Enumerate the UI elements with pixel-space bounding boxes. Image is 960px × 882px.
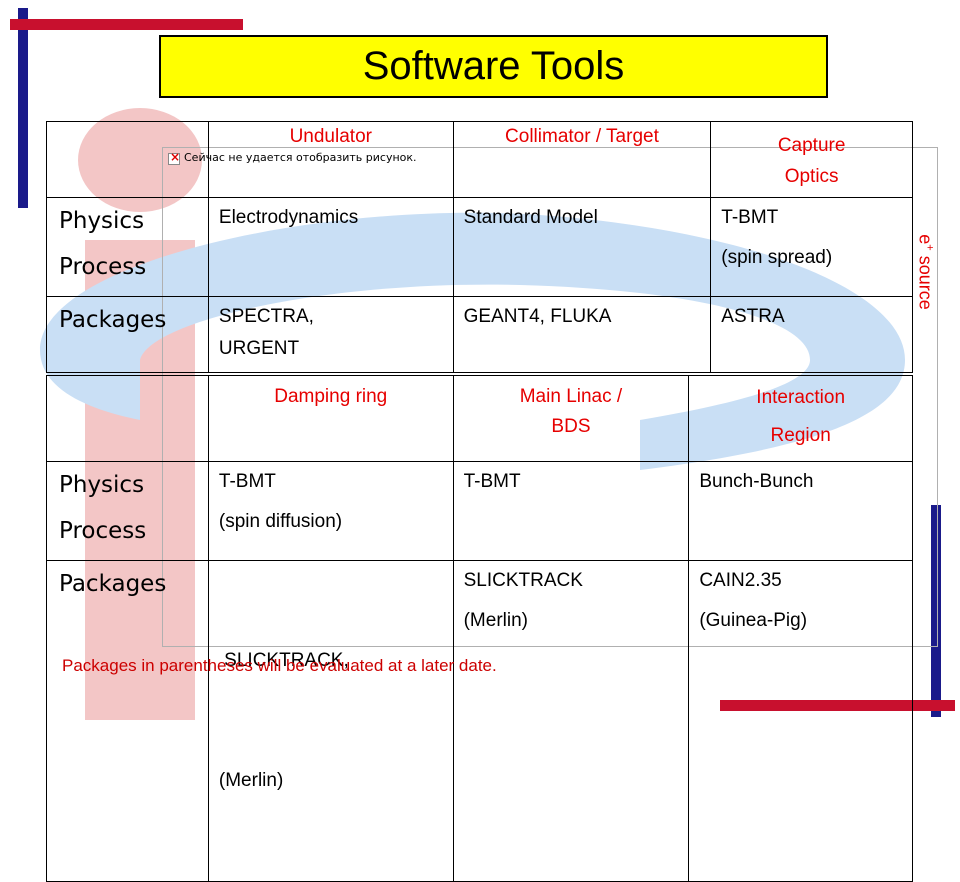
frame-bar-vertical-bottom	[931, 505, 941, 717]
row-label-text: Physics	[59, 472, 145, 498]
header-text: Collimator / Target	[505, 126, 659, 147]
cell-text: SPECTRA,	[218, 306, 314, 327]
row-label-text: Process	[59, 518, 147, 544]
column-header: Main Linac / BDS	[452, 375, 690, 462]
table-cell: Bunch-Bunch	[688, 461, 913, 561]
header-text: Region	[770, 425, 831, 446]
accelerator-table: Damping ring Main Linac / BDS Interactio…	[46, 375, 913, 882]
table-row: Packages SLICKTRACK, (Merlin) SLICKTRACK…	[46, 560, 913, 882]
table-cell: SLICKTRACK, (Merlin)	[207, 560, 454, 882]
frame-bar-horizontal-top	[10, 19, 243, 30]
table-cell: T-BMT (spin spread)	[710, 197, 913, 297]
row-label-text: Process	[59, 254, 147, 280]
table-cell: CAIN2.35 (Guinea-Pig)	[688, 560, 913, 882]
cell-text: CAIN2.35	[699, 570, 782, 591]
table-cell: T-BMT (spin diffusion)	[207, 461, 454, 561]
side-label-text: e+ source	[915, 234, 936, 309]
column-header: Interaction Region	[688, 375, 913, 462]
cell-text: (spin spread)	[721, 247, 833, 268]
cell-text: T-BMT	[721, 207, 779, 228]
cell-text: Bunch-Bunch	[699, 471, 814, 492]
side-label-suffix: source	[915, 250, 936, 310]
table-corner-cell	[46, 375, 209, 462]
cell-text: SLICKTRACK	[463, 570, 583, 591]
header-text: Interaction	[756, 387, 846, 408]
row-label-text: Physics	[59, 208, 145, 234]
table-header-row: Undulator Collimator / Target Capture Op…	[46, 121, 913, 198]
table-cell: SPECTRA, URGENT	[207, 296, 454, 373]
column-header: Collimator / Target	[452, 121, 712, 198]
column-header: Damping ring	[207, 375, 454, 462]
table-cell: Standard Model	[452, 197, 712, 297]
header-text: Undulator	[289, 126, 372, 147]
row-label: Physics Process	[46, 197, 209, 297]
footnote: Packages in parentheses will be evaluate…	[62, 656, 497, 675]
table-cell: ASTRA	[710, 296, 913, 373]
table-cell: SLICKTRACK (Merlin)	[452, 560, 690, 882]
side-label-prefix: e	[915, 234, 936, 245]
cell-text: (spin diffusion)	[218, 511, 343, 532]
table-cell: T-BMT	[452, 461, 690, 561]
positron-source-label: e+ source	[905, 220, 945, 324]
row-label: Packages	[46, 560, 209, 882]
table-corner-cell	[46, 121, 209, 198]
column-header: Capture Optics	[710, 121, 913, 198]
slide-title: Software Tools	[159, 35, 828, 98]
table-row: Physics Process T-BMT (spin diffusion) T…	[46, 461, 913, 561]
header-text: Capture	[777, 135, 846, 156]
row-label: Physics Process	[46, 461, 209, 561]
table-cell: Electrodynamics	[207, 197, 454, 297]
row-label: Packages	[46, 296, 209, 373]
frame-bar-vertical-top	[18, 8, 28, 208]
header-text: BDS	[551, 416, 591, 437]
cell-text: T-BMT	[463, 471, 521, 492]
cell-text: T-BMT	[218, 471, 276, 492]
cell-text: URGENT	[218, 338, 300, 359]
table-row: Packages SPECTRA, URGENT GEANT4, FLUKA A…	[46, 296, 913, 373]
positron-source-table: Undulator Collimator / Target Capture Op…	[46, 121, 913, 373]
cell-text: ASTRA	[721, 306, 785, 327]
cell-text: GEANT4, FLUKA	[463, 306, 612, 327]
row-label-text: Packages	[59, 307, 167, 333]
row-label-text: Packages	[59, 571, 167, 597]
table-row: Physics Process Electrodynamics Standard…	[46, 197, 913, 297]
cell-text: (Guinea-Pig)	[699, 610, 808, 631]
cell-text: Electrodynamics	[218, 207, 359, 228]
cell-text: SLICKTRACK,	[218, 650, 349, 671]
table-header-row: Damping ring Main Linac / BDS Interactio…	[46, 375, 913, 462]
cell-text: (Merlin)	[218, 770, 284, 791]
header-text: Optics	[784, 166, 839, 187]
table-cell: GEANT4, FLUKA	[452, 296, 712, 373]
header-text: Damping ring	[274, 386, 388, 407]
cell-text: (Merlin)	[463, 610, 528, 631]
header-text: Main Linac /	[519, 386, 623, 407]
cell-text: Standard Model	[463, 207, 598, 228]
column-header: Undulator	[207, 121, 454, 198]
